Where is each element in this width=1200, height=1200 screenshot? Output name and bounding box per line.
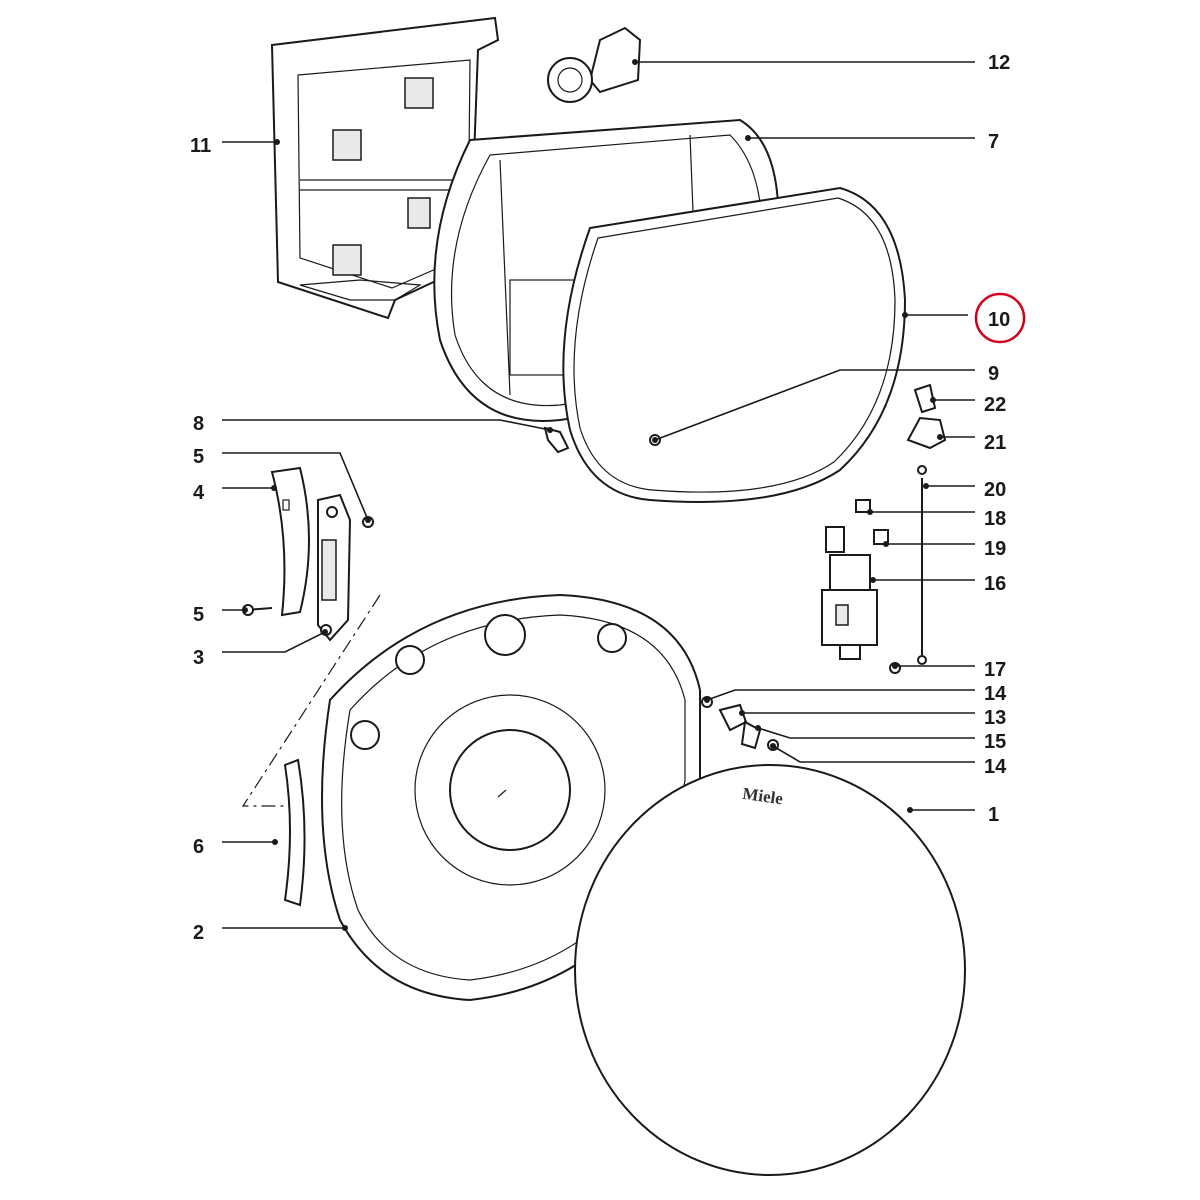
callout-11: 11 [190, 135, 280, 157]
callout-20: 20 [923, 479, 1006, 501]
callout-14-upper: 14 [704, 683, 1007, 705]
callout-14-lower: 14 [770, 743, 1007, 778]
part-3-hinge [317, 493, 352, 642]
callout-label: 1 [988, 804, 999, 826]
callout-4: 4 [193, 482, 277, 504]
callout-label: 11 [190, 135, 211, 157]
callout-label: 21 [984, 432, 1006, 454]
callout-label: 9 [988, 363, 999, 385]
part-16-door-lock [821, 526, 878, 660]
callout-label: 5 [193, 604, 204, 626]
part-12-bracket [547, 26, 642, 103]
callout-5-lower: 5 [193, 604, 248, 626]
callout-label: 12 [988, 52, 1010, 74]
part-19-clip [873, 529, 889, 545]
callout-2: 2 [193, 922, 348, 944]
callout-3: 3 [193, 629, 328, 669]
callout-12: 12 [632, 52, 1010, 74]
callout-8: 8 [193, 413, 553, 435]
part-18-clip [855, 499, 871, 513]
part-22-latch [913, 383, 937, 414]
callout-21: 21 [937, 432, 1006, 454]
callout-6: 6 [193, 836, 278, 858]
callout-label: 13 [984, 707, 1006, 729]
callout-19: 19 [883, 538, 1006, 560]
highlight-ring [974, 292, 1026, 344]
callout-13: 13 [739, 707, 1006, 729]
part-21-latch-housing [906, 416, 947, 450]
part-8-clip [543, 426, 570, 454]
callout-label: 14 [984, 756, 1007, 778]
callout-22: 22 [930, 394, 1006, 416]
callout-label: 19 [984, 538, 1006, 560]
callout-label: 8 [193, 413, 204, 435]
part-1-door-panel: Miele [574, 764, 966, 1176]
callout-label: 5 [193, 446, 204, 468]
part-6-handle [283, 758, 306, 907]
part-10-door-seal [562, 186, 907, 503]
callout-17: 17 [892, 659, 1006, 681]
callout-15: 15 [755, 725, 1006, 753]
callout-label: 3 [193, 647, 204, 669]
callout-label: 14 [984, 683, 1007, 705]
callout-label: 22 [984, 394, 1006, 416]
callout-label: 6 [193, 836, 204, 858]
callout-label: 2 [193, 922, 204, 944]
part-20-rod [917, 465, 927, 665]
callout-label: 20 [984, 479, 1006, 501]
callout-10: 10 [902, 292, 1026, 344]
assembly-line [241, 594, 381, 807]
callout-16: 16 [870, 573, 1006, 595]
part-4-hinge-cover [270, 466, 310, 617]
callout-label: 10 [988, 309, 1010, 331]
callout-label: 4 [193, 482, 205, 504]
callout-18: 18 [867, 508, 1006, 530]
callout-label: 7 [988, 131, 999, 153]
callout-7: 7 [745, 131, 999, 153]
callout-5-upper: 5 [193, 446, 371, 523]
callout-label: 15 [984, 731, 1006, 753]
part-13-catch [718, 703, 748, 732]
callout-label: 16 [984, 573, 1006, 595]
callout-label: 17 [984, 659, 1006, 681]
callout-label: 18 [984, 508, 1006, 530]
callout-9: 9 [652, 363, 999, 443]
callout-1: 1 [907, 804, 999, 826]
